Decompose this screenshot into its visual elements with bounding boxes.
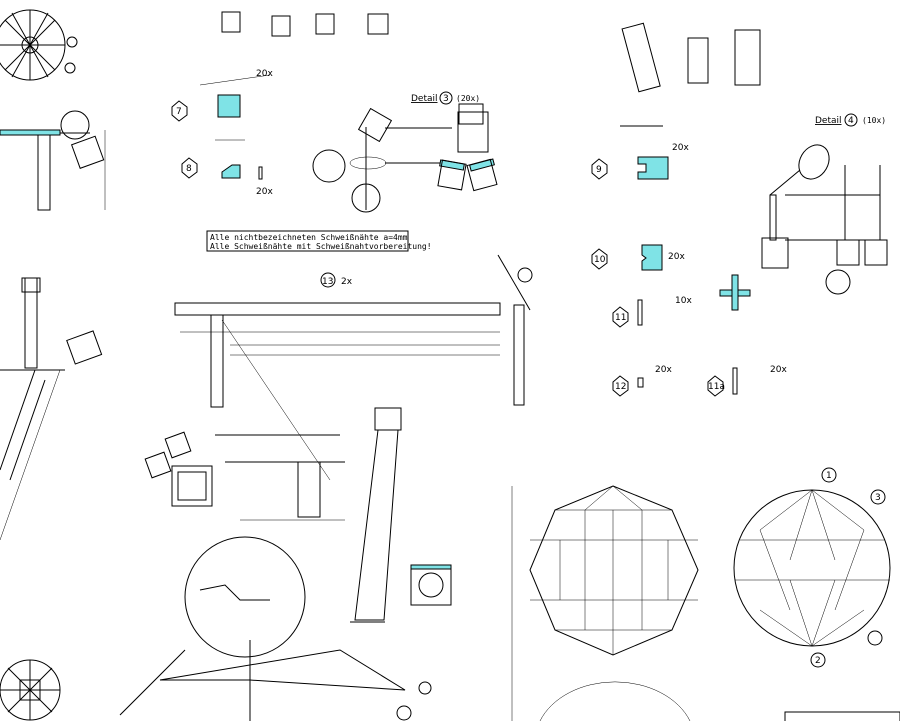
assembly-13: 13 2x: [174, 254, 533, 481]
weld-note-line-1: Alle nichtbezeichneten Schweißnähte a=4m…: [210, 233, 408, 242]
part-11a-qty: 20x: [770, 365, 787, 375]
spoke-wheel-top-left: [0, 9, 78, 81]
assembly-13-qty: 2x: [341, 277, 353, 287]
part-9-number: 9: [596, 165, 602, 175]
part-11-number: 11: [615, 313, 626, 323]
detail-4-qty: (10x): [862, 116, 886, 125]
strut-detail: [350, 407, 452, 623]
detail-4-label: Detail: [815, 116, 842, 126]
part-11-qty: 10x: [675, 296, 692, 306]
part-9: 9 20x: [591, 125, 689, 180]
part-9-qty: 20x: [672, 143, 689, 153]
assembly-13-number: 13: [322, 277, 333, 287]
left-frame-upper: [0, 110, 106, 211]
part-12-qty: 20x: [655, 365, 672, 375]
part-12-number: 12: [615, 382, 626, 392]
callout-2: 2: [815, 656, 821, 666]
part-12: 12 20x: [612, 365, 672, 397]
left-frame-middle: [0, 277, 103, 541]
magnified-detail-circle: [119, 536, 306, 716]
part-11a: 11a 20x: [707, 365, 787, 397]
part-11: 11 10x: [612, 296, 692, 328]
part-7-qty: 20x: [256, 69, 273, 79]
detail-3-label: Detail: [411, 94, 438, 104]
bottom-frame: [159, 640, 432, 721]
detail-3: Detail 3 (20x): [312, 91, 498, 213]
part-10-qty: 20x: [668, 252, 685, 262]
part-8-qty: 20x: [256, 187, 273, 197]
detail-4: Detail 4 (10x): [719, 113, 888, 311]
sphere-frame-view: 1 2 3: [733, 467, 900, 721]
weld-note: Alle nichtbezeichneten Schweißnähte a=4m…: [206, 230, 432, 252]
callout-3: 3: [875, 493, 881, 503]
part-7-number: 7: [176, 107, 182, 117]
part-10-number: 10: [594, 255, 606, 265]
part-10: 10 20x: [591, 244, 685, 271]
detail-3-qty: (20x): [456, 94, 480, 103]
sphere-outline-view: [511, 485, 699, 721]
weld-note-line-2: Alle Schweißnähte mit Schweißnahtvorbere…: [210, 242, 432, 251]
detail-3-number: 3: [443, 94, 449, 104]
part-8: 8 20x: [181, 157, 273, 197]
part-7: 7 20x: [171, 69, 273, 141]
callout-1: 1: [826, 471, 832, 481]
part-11a-number: 11a: [708, 382, 725, 392]
detail-4-number: 4: [848, 116, 854, 126]
bracket-assembly: [144, 431, 345, 521]
spoke-wheel-bottom-left: [0, 659, 61, 721]
joint-views-top: [221, 11, 761, 93]
part-8-number: 8: [186, 164, 192, 174]
